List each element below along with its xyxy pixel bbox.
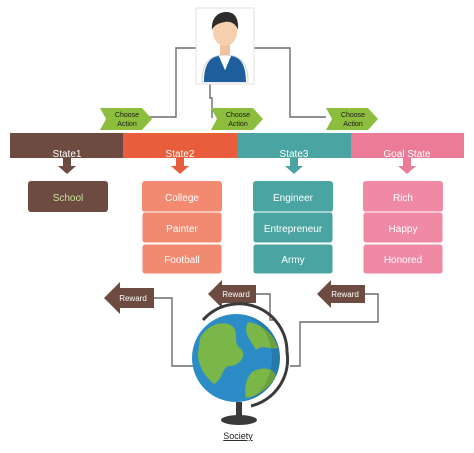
- choose-action-label-2b: Action: [228, 121, 248, 128]
- option-army-box: [252, 243, 334, 275]
- option-painter-box: [141, 211, 223, 244]
- option-football: Football: [141, 243, 223, 275]
- society-label: Society: [223, 431, 253, 441]
- connector-lines: [150, 47, 379, 367]
- choose-action-shape-3: [326, 108, 378, 130]
- choose-action-arrow-3: Choose Action: [326, 108, 378, 130]
- connector-to-action-1: [150, 47, 196, 118]
- state-2-label: State2: [166, 149, 195, 160]
- connector-reward-1: [154, 297, 196, 367]
- choose-action-shape-2: [211, 108, 263, 130]
- agent-neck: [220, 45, 230, 55]
- state-2-block: [123, 133, 237, 158]
- option-entrepreneur: Entrepreneur: [252, 211, 334, 244]
- choose-action-label-1: Choose: [115, 112, 139, 119]
- agent-collar: [219, 56, 231, 70]
- down-arrows: [58, 158, 416, 174]
- down-arrow-2: [171, 158, 189, 174]
- option-happy-label: Happy: [389, 224, 418, 235]
- globe-icon: [192, 302, 290, 425]
- option-army: Army: [252, 243, 334, 275]
- choose-action-label-3b: Action: [343, 121, 363, 128]
- state-bar: State1 State2 State3 Goal State: [10, 133, 464, 160]
- option-school: School: [28, 181, 108, 212]
- option-painter-label: Painter: [166, 224, 198, 235]
- globe-shade: [236, 314, 280, 402]
- choose-action-arrow-2: Choose Action: [211, 108, 263, 130]
- option-school-label: School: [53, 193, 84, 204]
- reward-arrow-3: Reward: [317, 280, 365, 308]
- goal-state-label: Goal State: [383, 149, 431, 160]
- choose-action-shape-1: [100, 108, 152, 130]
- connector-reward-3: [290, 293, 379, 367]
- reward-arrow-shape-2: [208, 280, 256, 308]
- option-school-box: [28, 181, 108, 212]
- option-football-box: [141, 243, 223, 275]
- globe-land-1: [198, 323, 244, 384]
- reward-label-1: Reward: [119, 294, 147, 303]
- agent-vest: [204, 56, 246, 82]
- option-college-box: [142, 181, 222, 212]
- down-arrow-4: [398, 158, 416, 174]
- choose-action-label-2: Choose: [226, 112, 250, 119]
- option-rich-label: Rich: [393, 193, 413, 204]
- option-football-label: Football: [164, 255, 200, 266]
- state-3-label: State3: [280, 149, 309, 160]
- reward-arrow-1: Reward: [104, 282, 154, 314]
- globe-land-3: [245, 368, 276, 398]
- choose-action-label-3: Choose: [341, 112, 365, 119]
- globe-stand-post: [236, 402, 242, 416]
- choose-action-label-1b: Action: [117, 121, 137, 128]
- option-army-label: Army: [281, 255, 304, 266]
- globe-stand-base: [221, 415, 257, 425]
- option-painter: Painter: [141, 211, 223, 244]
- down-arrow-1: [58, 158, 76, 174]
- state-1-label: State1: [53, 149, 82, 160]
- globe-stand-arc: [201, 302, 290, 408]
- reward-arrow-shape-3: [317, 280, 365, 308]
- option-entrepreneur-label: Entrepreneur: [264, 224, 323, 235]
- option-honored-label: Honored: [384, 255, 422, 266]
- option-rich-box: [363, 181, 443, 212]
- option-engineer-box: [253, 181, 333, 212]
- option-happy-box: [362, 211, 444, 244]
- globe-land-2: [246, 322, 278, 350]
- agent-person-icon: [195, 7, 255, 85]
- option-honored-box: [362, 243, 444, 275]
- state-3-block: [237, 133, 351, 158]
- agent-hair: [211, 12, 239, 30]
- choose-action-arrow-1: Choose Action: [100, 108, 152, 130]
- state-1-block: [10, 133, 123, 158]
- down-arrow-3: [285, 158, 303, 174]
- connector-to-action-2: [209, 84, 213, 118]
- option-entrepreneur-box: [252, 211, 334, 244]
- option-honored: Honored: [362, 243, 444, 275]
- agent-face: [213, 18, 237, 46]
- connector-reward-2: [256, 293, 276, 321]
- goal-state-block: [351, 133, 464, 158]
- reward-label-2: Reward: [222, 290, 250, 299]
- option-college-label: College: [165, 193, 199, 204]
- option-happy: Happy: [362, 211, 444, 244]
- option-engineer-label: Engineer: [273, 193, 314, 204]
- reward-arrow-shape-1: [104, 282, 154, 314]
- option-rich: Rich: [363, 181, 443, 212]
- option-engineer: Engineer: [253, 181, 333, 212]
- connector-to-action-3: [254, 47, 326, 118]
- option-college: College: [142, 181, 222, 212]
- reward-label-3: Reward: [331, 290, 359, 299]
- reward-arrow-2: Reward: [208, 280, 256, 308]
